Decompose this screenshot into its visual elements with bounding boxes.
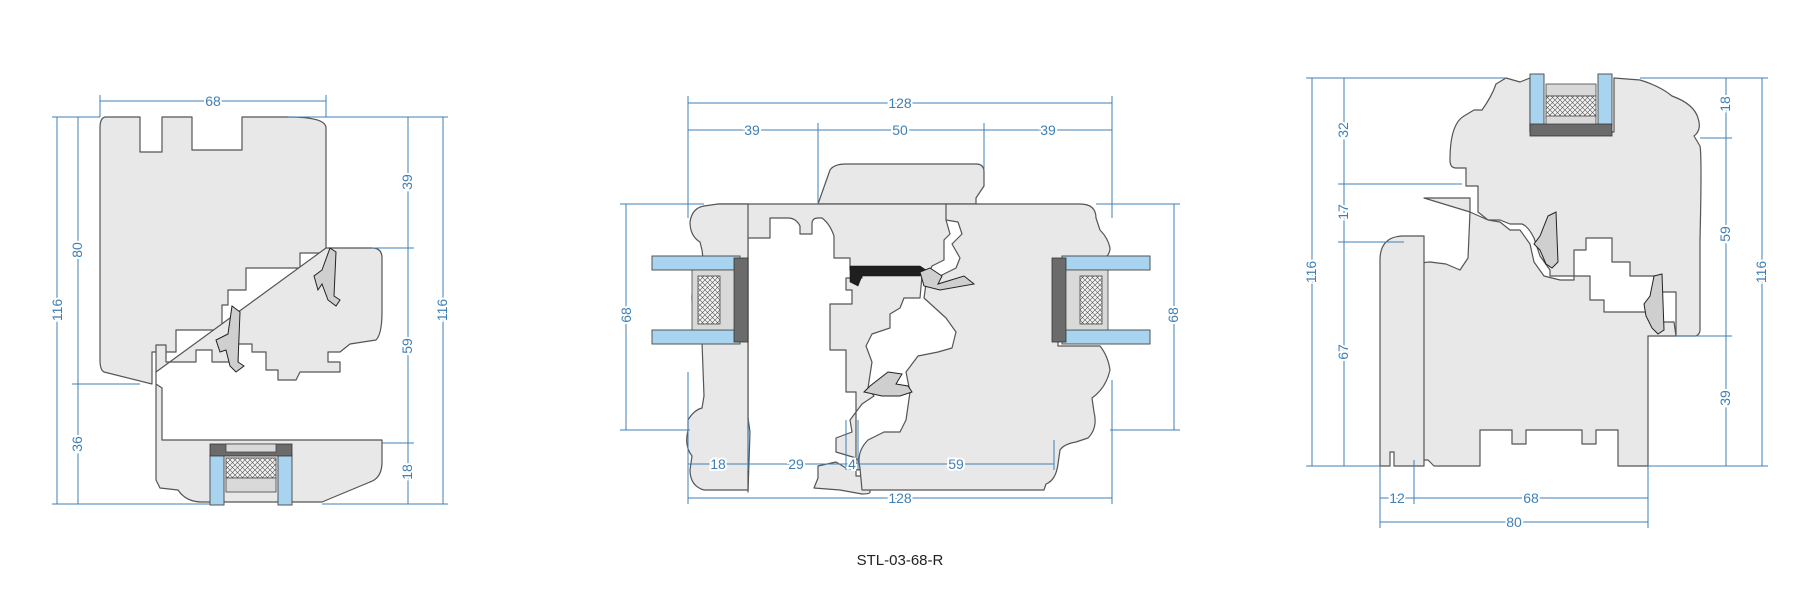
right-glazing-seal	[1529, 123, 1613, 137]
center-left-spacer-hatch	[697, 275, 721, 325]
left-spacer-top	[225, 443, 277, 453]
center-right-glass-top	[1061, 255, 1151, 271]
center-dim-bottom-b: 29	[788, 456, 804, 472]
center-dim-top-left: 39	[744, 122, 760, 138]
drawing-code-label: STL-03-68-R	[856, 552, 944, 569]
right-section-dimensions: 116 32 17 67 116 18 59 39 12 68 80	[1301, 77, 1771, 532]
right-dim-left-overall: 116	[1303, 261, 1319, 284]
left-glass-pane-2	[277, 454, 293, 506]
center-left-glass-top	[651, 255, 741, 271]
right-spacer-top	[1545, 83, 1597, 97]
left-section-profile	[99, 116, 383, 506]
center-left-glass-bottom	[651, 329, 741, 345]
center-dim-bottom-d: 59	[948, 456, 964, 472]
right-spacer-bottom	[1545, 115, 1597, 125]
left-section-dimensions: 68 116 80 36 116 39 59 18	[47, 91, 452, 505]
left-gasket-lower	[215, 305, 245, 373]
left-gasket-upper	[313, 247, 341, 307]
center-dim-bottom-a: 18	[710, 456, 726, 472]
right-glass-pane-2	[1597, 73, 1613, 127]
center-right-glass-bottom	[1061, 329, 1151, 345]
right-gasket-upper	[1533, 211, 1559, 269]
center-left-sash	[717, 203, 951, 495]
right-outer-block	[1379, 235, 1425, 467]
left-dim-right-bottom: 18	[399, 464, 415, 480]
right-spacer-hatch	[1545, 95, 1597, 119]
center-section-dimensions: 128 39 50 39 68 68 18 29 4 59 128	[616, 93, 1183, 508]
center-dim-top-right: 39	[1040, 122, 1056, 138]
center-dim-top-overall: 128	[888, 95, 912, 111]
right-dim-right-overall: 116	[1753, 261, 1769, 284]
center-section-profile	[651, 163, 1151, 495]
left-dim-right-mid: 59	[399, 338, 415, 354]
right-dim-right-bottom: 39	[1717, 390, 1733, 406]
left-glass-pane-1	[209, 454, 225, 506]
right-dim-bottom-overall: 80	[1506, 514, 1522, 530]
center-dim-bottom-overall: 128	[888, 490, 912, 506]
right-dim-left-top: 32	[1335, 122, 1351, 138]
right-gasket-lower	[1643, 273, 1665, 335]
center-dim-right-height: 68	[1165, 307, 1181, 323]
right-dim-right-mid: 59	[1717, 226, 1733, 242]
center-left-seal	[733, 257, 749, 343]
center-top-seal-strip	[849, 265, 927, 287]
left-dim-right-top: 39	[399, 174, 415, 190]
right-section-profile	[1379, 73, 1702, 467]
center-right-sash	[858, 203, 1111, 491]
left-spacer-bottom	[225, 477, 277, 493]
right-dim-right-top: 18	[1717, 96, 1733, 112]
left-spacer-hatch	[225, 457, 277, 479]
right-dim-left-bottom: 67	[1335, 344, 1351, 360]
left-dim-left-overall: 116	[49, 299, 65, 322]
center-cap	[817, 163, 985, 205]
center-right-spacer-hatch	[1079, 275, 1103, 325]
right-dim-left-mid: 17	[1335, 204, 1351, 220]
center-dim-left-height: 68	[618, 307, 634, 323]
right-dim-bottom-b: 68	[1523, 490, 1539, 506]
left-dim-left-lower: 36	[69, 436, 85, 452]
center-dim-top-mid: 50	[892, 122, 908, 138]
center-top-gasket	[919, 267, 976, 291]
center-bottom-gasket	[863, 371, 913, 397]
center-left-member	[686, 203, 749, 491]
right-glass-pane-1	[1529, 73, 1545, 127]
center-right-seal	[1051, 257, 1067, 343]
left-dim-right-overall: 116	[434, 299, 450, 322]
left-dim-top-width: 68	[205, 93, 221, 109]
right-dim-bottom-a: 12	[1389, 490, 1405, 506]
center-dim-bottom-c: 4	[848, 456, 856, 472]
left-dim-left-upper: 80	[69, 242, 85, 258]
